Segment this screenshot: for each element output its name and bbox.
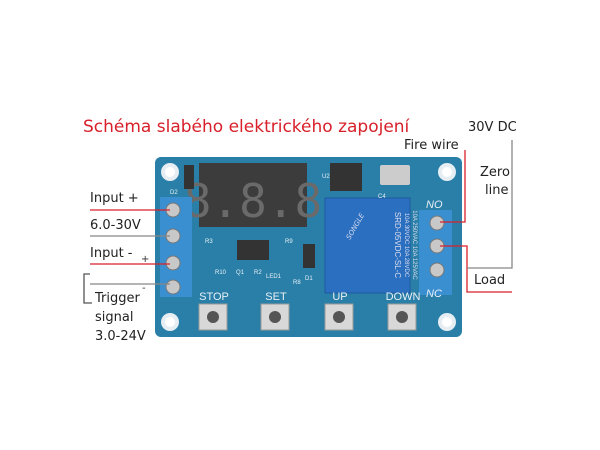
optocoupler — [237, 240, 269, 260]
silk-r2: R2 — [254, 270, 262, 276]
diagram-title: Schéma slabého elektrického zapojení — [83, 117, 410, 137]
zero-line-label-1: Zero — [480, 165, 510, 180]
nc-label: NC — [426, 288, 442, 300]
display-digits: 8.8.8 — [184, 174, 322, 228]
silk-led1: LED1 — [266, 274, 282, 280]
input-plus-label: Input + — [90, 191, 139, 206]
no-label: NO — [426, 199, 443, 211]
silk-d2: D2 — [170, 190, 178, 196]
regulator — [330, 163, 362, 191]
plus-mark: + — [141, 254, 149, 265]
up-label: UP — [332, 291, 347, 303]
fire-wire — [440, 150, 466, 223]
stop-label: STOP — [199, 291, 229, 303]
load-label: Load — [474, 273, 506, 288]
load-wire — [440, 245, 512, 293]
down-button[interactable] — [387, 303, 417, 331]
relay — [324, 197, 411, 294]
dc-label: 30V DC — [468, 120, 517, 135]
usb-port — [380, 165, 410, 185]
relay-rating2: 10A 30VDC 10A 28VDC — [403, 213, 409, 278]
buttons: STOP SET UP DOWN — [199, 291, 420, 303]
diode-d2 — [184, 165, 194, 189]
silk-u2: U2 — [322, 174, 330, 180]
silk-r8: R8 — [293, 280, 301, 286]
silk-q1: Q1 — [236, 270, 245, 276]
silk-d1: D1 — [305, 276, 313, 282]
down-label: DOWN — [386, 291, 421, 303]
silk-c4: C4 — [378, 194, 386, 200]
minus-mark: - — [142, 283, 146, 294]
silk-r10: R10 — [215, 270, 227, 276]
zero-line-wire — [467, 140, 513, 269]
input-minus-label: Input - — [90, 246, 133, 261]
seven-segment-display — [199, 163, 307, 227]
fire-wire-label: Fire wire — [404, 138, 459, 153]
relay-model: SRD-05VDC-SL-C — [393, 212, 402, 278]
zero-line-label-2: line — [485, 183, 509, 198]
wires — [83, 140, 513, 304]
relay-rating: 10A 250VAC 10A 125VAC — [411, 210, 417, 280]
silk-r9: R9 — [285, 239, 293, 245]
diode-d1 — [303, 244, 315, 268]
set-label: SET — [265, 291, 287, 303]
trigger-label-2: signal — [95, 310, 134, 325]
trigger-label-1: Trigger — [95, 291, 140, 306]
trigger-bracket — [83, 273, 92, 304]
trigger-label-3: 3.0-24V — [95, 329, 146, 344]
input-voltage-label: 6.0-30V — [90, 218, 141, 233]
relay-screws — [429, 215, 445, 278]
silk-r3: R3 — [205, 239, 213, 245]
